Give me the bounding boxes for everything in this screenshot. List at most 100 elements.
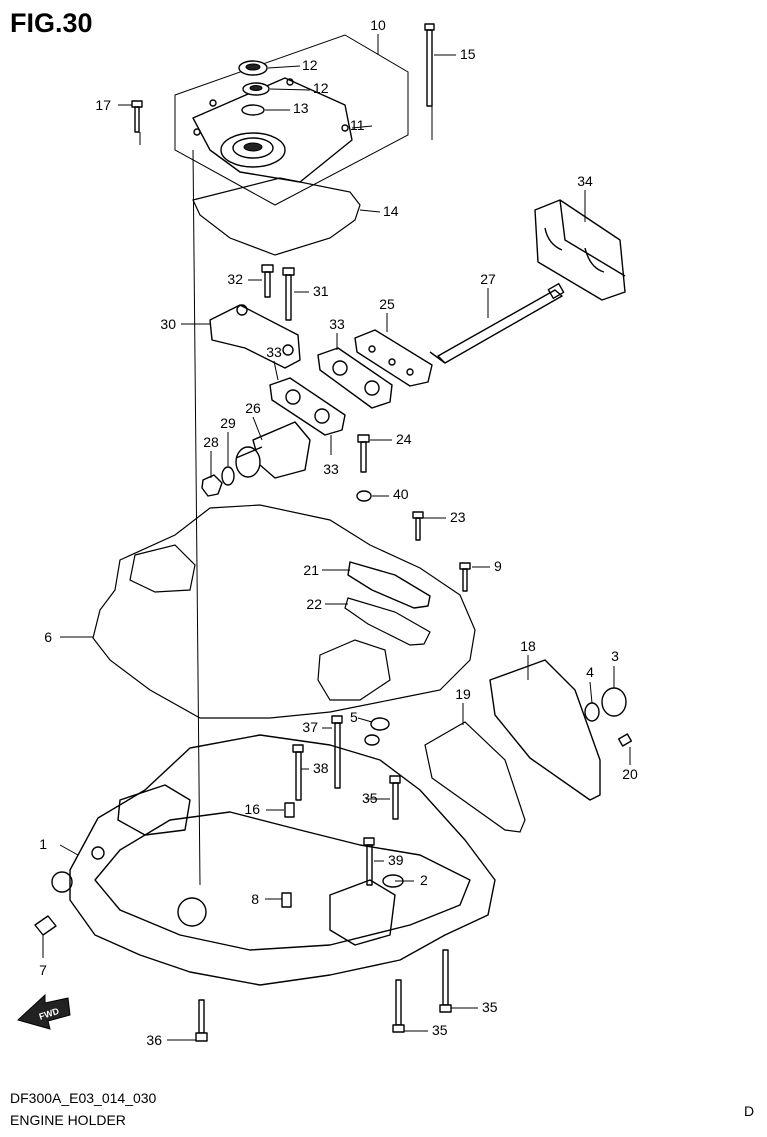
leader-line-12 <box>269 88 311 91</box>
bolt-39-head <box>363 837 375 846</box>
bolt-36-head <box>195 1032 208 1042</box>
bolt-38-head <box>292 744 304 753</box>
bolt-38-shank <box>295 751 302 801</box>
bolt-35a-head <box>389 775 401 784</box>
part-number-label: 12 <box>302 57 318 73</box>
bolt-36-shank <box>198 999 205 1034</box>
bolt-24-shank <box>360 441 367 473</box>
part-number-label: 3 <box>611 648 619 664</box>
mount-rubber <box>534 199 626 301</box>
leader-line-5 <box>357 717 373 723</box>
figure-title: FIG.30 <box>10 8 93 38</box>
bolt-35c-head <box>392 1024 405 1033</box>
part-number-label: 14 <box>383 203 399 219</box>
bolt-32-shank <box>264 271 271 298</box>
part-number-label: 29 <box>220 415 236 431</box>
cover-assembly-box <box>174 34 409 206</box>
bolt-35b-shank <box>442 949 449 1006</box>
bolt-24-head <box>357 434 370 443</box>
part-number-label: 35 <box>482 999 498 1015</box>
mount-shaft <box>429 282 565 364</box>
pin-8 <box>281 892 292 908</box>
part-number-label: 20 <box>622 766 638 782</box>
part-number-label: 12 <box>313 80 329 96</box>
cap-3 <box>601 687 627 717</box>
part-number-label: 4 <box>586 664 594 680</box>
pin-16 <box>284 802 295 818</box>
model-code: DF300A_E03_014_030 <box>10 1090 157 1106</box>
part-number-label: 22 <box>306 596 322 612</box>
small-bolt <box>131 100 143 133</box>
guide-line-left <box>192 149 201 886</box>
part-number-label: 19 <box>455 686 471 702</box>
leader-line-11 <box>351 125 373 129</box>
bolt-23-shank <box>415 517 421 541</box>
bolt-37-head <box>331 715 343 724</box>
long-bolt <box>424 23 435 107</box>
part-number-label: 21 <box>303 562 319 578</box>
bolt-9-head <box>459 562 471 570</box>
part-number-label: 6 <box>44 629 52 645</box>
bolt-32-head <box>261 264 274 273</box>
fwd-arrow-icon: FWD <box>17 993 71 1030</box>
part-number-label: 39 <box>388 852 404 868</box>
part-number-label: 1 <box>39 836 47 852</box>
part-number-label: 33 <box>323 461 339 477</box>
cover-gasket <box>192 177 361 256</box>
part-number-label: 27 <box>480 271 496 287</box>
gasket-19 <box>424 721 526 833</box>
oring-5a <box>370 717 390 731</box>
part-number-label: 33 <box>266 344 282 360</box>
part-number-label: 37 <box>302 719 318 735</box>
part-number-label: 35 <box>432 1022 448 1038</box>
oring-5b <box>364 734 380 746</box>
part-number-label: 9 <box>494 558 502 574</box>
part-number-label: 32 <box>227 271 243 287</box>
part-number-label: 25 <box>379 296 395 312</box>
part-number-label: 33 <box>329 316 345 332</box>
upper-mount-holder <box>209 304 301 369</box>
leader-line-33 <box>273 360 279 381</box>
engine-holder-body <box>69 734 496 986</box>
part-number-label: 11 <box>350 117 365 133</box>
bracket-21 <box>347 561 431 609</box>
leader-line-26 <box>252 416 263 441</box>
part-number-label: 28 <box>203 434 219 450</box>
bolt-35a-shank <box>392 782 399 820</box>
part-number-label: 35 <box>362 790 378 806</box>
part-number-label: 17 <box>95 97 111 113</box>
bolt-31-head <box>282 267 295 276</box>
bolt-35b-head <box>439 1004 452 1013</box>
leader-line-4 <box>589 681 593 704</box>
bolt-37-shank <box>334 722 341 789</box>
part-number-label: 13 <box>293 100 309 116</box>
side-cover-18 <box>489 659 601 801</box>
bolt-20 <box>617 733 633 747</box>
engine-holder-gasket <box>92 504 476 719</box>
part-number-label: 34 <box>577 173 593 189</box>
figure-caption: ENGINE HOLDER <box>10 1112 126 1128</box>
bolt-39-shank <box>366 844 373 886</box>
part-number-label: 16 <box>244 801 260 817</box>
fitting-7 <box>34 915 57 936</box>
part-number-label: 8 <box>251 891 259 907</box>
part-number-label: 40 <box>393 486 409 502</box>
nut-28 <box>201 474 223 497</box>
leader-line-12 <box>267 65 301 69</box>
part-number-label: 15 <box>460 46 476 62</box>
part-number-label: 38 <box>313 760 329 776</box>
part-number-label: 23 <box>450 509 466 525</box>
mount-plates <box>269 329 433 436</box>
washer-29 <box>221 466 235 486</box>
part-number-label: 7 <box>39 962 47 978</box>
gasket-22 <box>344 597 431 646</box>
part-number-label: 2 <box>420 872 428 888</box>
lower-mount-body <box>235 421 311 479</box>
leader-line-14 <box>359 209 381 213</box>
part-number-label: 31 <box>313 283 329 299</box>
bolt-23-head <box>412 511 424 519</box>
seal-4 <box>584 702 600 722</box>
part-number-label: 18 <box>520 638 536 654</box>
